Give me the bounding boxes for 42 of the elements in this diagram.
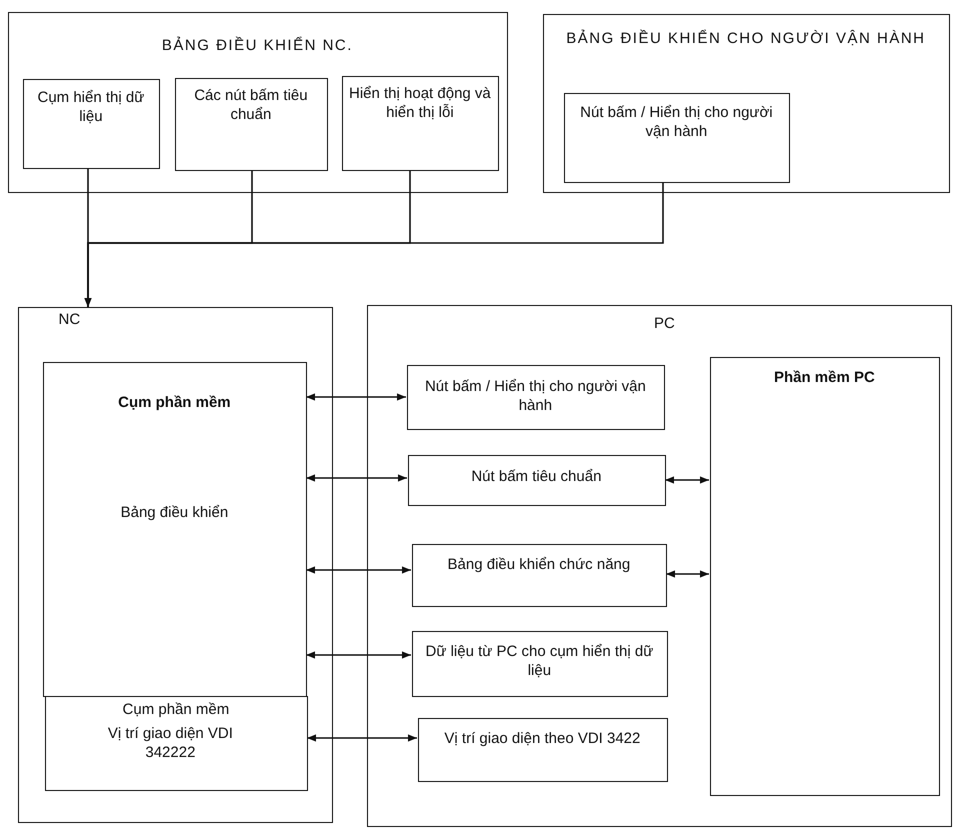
- software-box: [43, 362, 307, 697]
- process-box: [175, 78, 328, 171]
- process-box: [412, 631, 668, 697]
- box-label: Nút bấm / Hiển thị cho người vận hành: [579, 103, 774, 142]
- box-heading: Phần mềm PC: [772, 368, 876, 388]
- arrow: [306, 651, 411, 659]
- box-heading: Cụm phần mềm: [117, 393, 232, 412]
- arrow: [665, 476, 709, 484]
- unit-frame: [18, 307, 333, 823]
- arrow: [307, 734, 417, 742]
- box-label: Dữ liệu từ PC cho cụm hiển thị dữ liệu: [424, 642, 654, 680]
- box-label: Bảng điều khiển chức năng: [446, 555, 632, 574]
- software-box: [45, 696, 308, 791]
- box-label: NC: [58, 310, 82, 330]
- box-label: Vị trí giao diện theo VDI 3422: [443, 729, 642, 748]
- arrow: [666, 570, 709, 578]
- process-box: [342, 76, 499, 171]
- panel-frame: [8, 12, 508, 193]
- box-label: Nút bấm tiêu chuẩn: [470, 467, 602, 486]
- process-box: [412, 544, 667, 607]
- process-box: [418, 718, 668, 782]
- box-label: PC: [652, 314, 676, 334]
- process-box: [407, 365, 665, 430]
- box-label: Bảng điều khiển: [120, 503, 230, 522]
- software-box: [710, 357, 940, 796]
- box-label: Các nút bấm tiêu chuẩn: [193, 86, 309, 124]
- box-label: Cụm hiển thị dữ liệu: [36, 88, 146, 126]
- panel-frame: [543, 14, 950, 193]
- arrow: [306, 474, 407, 482]
- box-label: Cụm phần mềm: [122, 700, 230, 720]
- process-box: [408, 455, 666, 506]
- box-label: Vị trí giao diện VDI 342222: [106, 724, 234, 762]
- panel-title: BẢNG ĐIỀU KHIỂN NC.: [160, 36, 354, 56]
- arrow: [306, 393, 406, 401]
- panel-title: BẢNG ĐIỀU KHIỂN CHO NGƯỜI VẬN HÀNH: [565, 29, 926, 48]
- process-box: [23, 79, 160, 169]
- process-box: [564, 93, 790, 183]
- box-label: Hiển thị hoạt động và hiển thị lỗi: [348, 84, 492, 122]
- arrow: [84, 182, 664, 307]
- arrow: [306, 566, 411, 574]
- unit-frame: [367, 305, 952, 827]
- box-label: Nút bấm / Hiển thị cho người vận hành: [424, 377, 647, 416]
